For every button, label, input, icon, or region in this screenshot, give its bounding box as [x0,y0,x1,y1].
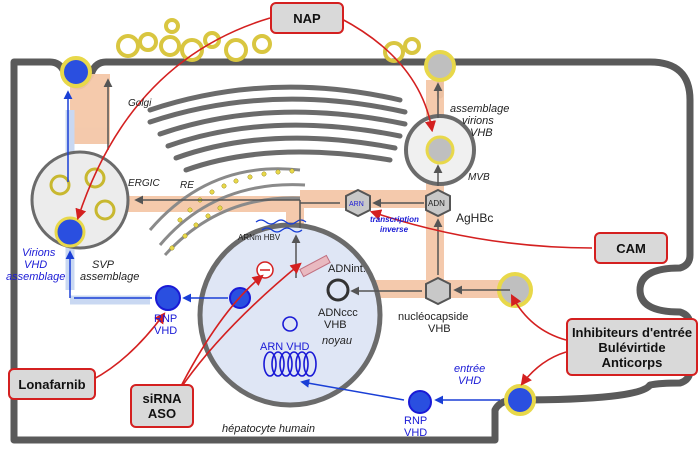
arn-vhd-label: ARN VHD [260,341,310,353]
assembly-label-2: virions [462,115,494,127]
lonafarnib-box: Lonafarnib [8,368,96,400]
ergic-label: ERGIC [128,178,160,189]
cam-box: CAM [594,232,668,264]
hdv-virion-assembling [54,216,86,248]
assembly-label-1: assemblage [450,103,509,115]
adnccc-circle [326,278,350,302]
assembly-label-3: VHB [470,127,493,139]
arnm-hbv-transcripts [255,219,307,233]
arn-vhd-coil [263,316,317,377]
rnp-entry-label-1: RNP [404,415,427,427]
rnp-label-2: VHD [154,325,177,337]
rnp-hdv-cytoplasm [155,285,181,311]
cell-membrane [10,58,694,444]
hbv-virion-released [424,50,456,82]
golgi-apparatus [147,84,408,173]
extracellular-svps [116,18,421,63]
hbv-flow-arrows [103,78,510,296]
arn-capsid [345,188,371,218]
integrated-dna [299,254,331,278]
bulevirtide-label: Bulévirtide [598,339,666,355]
golgi-label: Golgi [128,98,152,109]
nucleus [197,222,383,408]
rnp-entry-label-2: VHD [404,427,427,439]
virions-label-3: assemblage [6,271,65,283]
hdv-flow-arrows [63,90,500,405]
hdv-virion-entering [504,384,536,416]
aghbc-label: AgHBc [456,211,493,225]
virions-label-2: VHD [24,259,47,271]
arnm-hbv-label: ARNm HBV [238,233,281,242]
svp-particles [49,167,116,221]
entry-inhibitors-label: Inhibiteurs d'entrée [571,324,693,340]
adn-int-label: ADNint. [328,263,366,275]
er-envelope-proteins [169,168,295,251]
rnp-label-1: RNP [154,313,177,325]
adnccc-label-2: VHB [324,319,347,331]
re-label: RE [180,180,194,191]
noyau-label: noyau [322,335,352,347]
mvb-label: MVB [468,172,490,183]
nap-label: NAP [293,10,321,26]
arn-capsid-label: ARN [349,201,364,208]
inhibitor-arrows [75,17,593,393]
nucleocapsid-hbv [425,276,451,306]
entry-inhibitors-box: Inhibiteurs d'entrée Bulévirtide Anticor… [566,318,698,376]
virions-label-1: Virions [22,247,56,259]
svp-label-1: SVP [92,259,115,271]
sirna-label: siRNA [142,391,182,406]
cam-label: CAM [616,240,646,256]
nap-box: NAP [270,2,344,34]
adn-capsid [425,188,451,218]
lonafarnib-label: Lonafarnib [18,376,86,392]
nucleocapside-label-2: VHB [428,323,451,335]
sirna-aso-box: siRNA ASO [130,384,194,428]
hbv-virion-mvb [425,135,455,165]
aso-label: ASO [147,406,177,421]
endoplasmic-reticulum [148,167,306,257]
transcription-label-1: transcription [370,215,419,224]
adnccc-label-1: ADNccc [318,307,358,319]
entree-label-2: VHD [458,375,481,387]
anticorps-label: Anticorps [601,354,663,370]
svp-label-2: assemblage [80,271,139,283]
transcription-label-2: inverse [380,225,409,234]
entree-label-1: entrée [454,363,485,375]
hdv-virion-released [60,56,92,88]
rnp-hdv-entry [408,390,432,414]
adn-capsid-label: ADN [428,199,445,208]
hepatocyte-label: hépatocyte humain [222,423,315,435]
nucleocapside-label-1: nucléocapside [398,311,468,323]
